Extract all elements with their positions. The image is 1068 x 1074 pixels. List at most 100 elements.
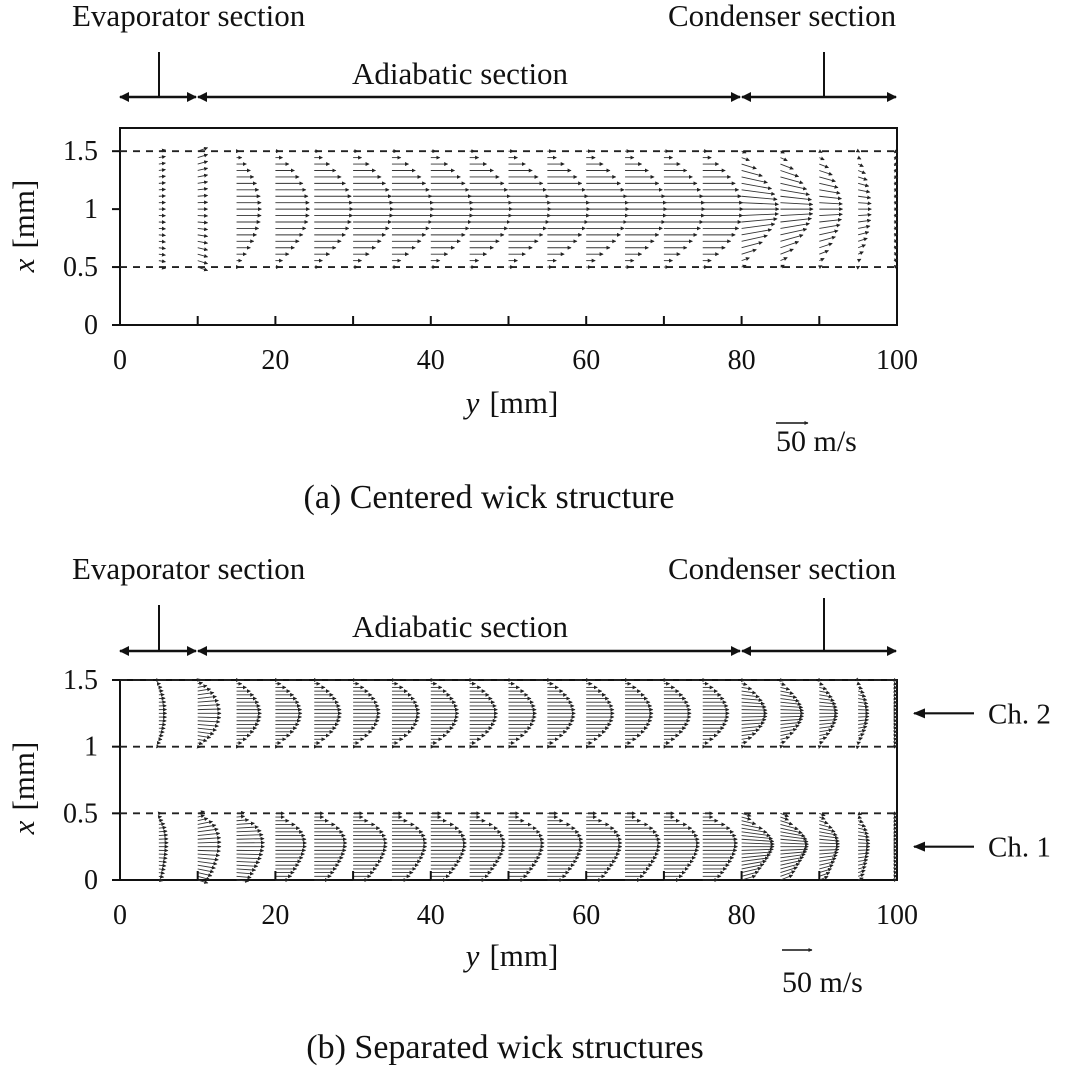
velocity-vector bbox=[742, 691, 756, 693]
velocity-vector bbox=[819, 220, 841, 222]
velocity-vector bbox=[780, 710, 803, 711]
velocity-vector bbox=[819, 183, 838, 187]
velocity-vector bbox=[198, 195, 208, 196]
velocity-vector bbox=[780, 684, 785, 685]
velocity-vector bbox=[780, 695, 796, 698]
y-tick-label: 0 bbox=[84, 310, 98, 341]
scale-vector-label: 50 m/s bbox=[776, 425, 857, 458]
velocity-vector bbox=[237, 820, 249, 821]
velocity-profile bbox=[625, 680, 653, 747]
condenser-section-label: Condenser section bbox=[668, 551, 897, 586]
velocity-vector bbox=[858, 836, 869, 837]
velocity-profile bbox=[664, 813, 700, 880]
velocity-vector bbox=[780, 699, 799, 701]
velocity-vector bbox=[780, 258, 787, 261]
velocity-profile bbox=[314, 151, 353, 267]
velocity-vector bbox=[159, 813, 162, 814]
panel-b: Evaporator section Condenser section Adi… bbox=[6, 551, 1051, 1066]
velocity-vector bbox=[858, 252, 863, 254]
velocity-vector bbox=[819, 723, 836, 725]
velocity-vector bbox=[742, 843, 775, 844]
velocity-vector bbox=[198, 873, 212, 876]
velocity-vector bbox=[742, 849, 774, 850]
x-tick-label: 100 bbox=[876, 345, 918, 376]
velocity-vector bbox=[819, 836, 838, 839]
velocity-profile bbox=[625, 151, 667, 267]
velocity-vector bbox=[858, 742, 860, 743]
velocity-vector bbox=[780, 722, 801, 724]
velocity-vector bbox=[819, 203, 842, 204]
velocity-vector bbox=[780, 742, 785, 743]
velocity-profile bbox=[275, 151, 309, 267]
velocity-vector bbox=[742, 730, 760, 732]
velocity-vector bbox=[858, 874, 864, 876]
velocity-vector bbox=[819, 730, 832, 732]
velocity-vector bbox=[198, 736, 211, 738]
velocity-vector bbox=[742, 203, 779, 205]
velocity-vector bbox=[237, 816, 245, 817]
velocity-profile bbox=[664, 151, 705, 267]
velocity-vector bbox=[858, 813, 861, 814]
velocity-vector bbox=[894, 687, 897, 688]
velocity-vector bbox=[780, 817, 788, 820]
velocity-vector bbox=[780, 843, 808, 844]
velocity-vector bbox=[858, 734, 864, 736]
velocity-vector bbox=[858, 867, 866, 869]
velocity-vector bbox=[819, 190, 840, 193]
velocity-vector bbox=[780, 170, 798, 176]
velocity-vector bbox=[742, 219, 777, 222]
velocity-vector bbox=[819, 695, 832, 697]
velocity-vector bbox=[819, 231, 838, 235]
velocity-vector bbox=[742, 258, 750, 261]
velocity-profile bbox=[509, 151, 552, 267]
velocity-vectors bbox=[159, 679, 897, 883]
velocity-vector bbox=[742, 695, 760, 697]
velocity-profile bbox=[509, 680, 537, 747]
velocity-profile bbox=[780, 680, 803, 747]
velocity-vector bbox=[819, 852, 838, 854]
x-axis-label: y[mm] bbox=[463, 385, 559, 420]
velocity-vector bbox=[742, 250, 757, 255]
velocity-vector bbox=[237, 835, 263, 836]
velocity-vector bbox=[819, 742, 823, 743]
velocity-vector bbox=[819, 824, 832, 827]
velocity-vector bbox=[237, 876, 252, 877]
velocity-vector bbox=[198, 705, 220, 706]
velocity-vector bbox=[159, 261, 166, 262]
velocity-vector bbox=[198, 833, 220, 835]
x-tick-label: 0 bbox=[113, 345, 127, 376]
velocity-vector bbox=[159, 865, 166, 866]
velocity-vector bbox=[780, 219, 811, 222]
velocity-vector bbox=[780, 177, 803, 183]
velocity-vector bbox=[198, 717, 221, 718]
velocity-vector bbox=[819, 839, 839, 841]
velocity-vector bbox=[819, 873, 830, 877]
condenser-section-label: Condenser section bbox=[668, 0, 897, 33]
velocity-profile bbox=[314, 680, 341, 747]
velocity-vector bbox=[742, 839, 774, 841]
velocity-vector bbox=[858, 177, 867, 180]
velocity-vector bbox=[819, 716, 837, 717]
x-tick-label: 60 bbox=[572, 345, 600, 376]
velocity-vector bbox=[819, 817, 825, 819]
velocity-vector bbox=[780, 706, 802, 707]
velocity-vector bbox=[159, 156, 166, 157]
velocity-vector bbox=[858, 738, 862, 739]
velocity-vector bbox=[819, 702, 836, 704]
velocity-profile bbox=[392, 151, 434, 267]
velocity-profile bbox=[858, 151, 871, 267]
velocity-vector bbox=[198, 739, 207, 741]
velocity-vector bbox=[858, 232, 869, 235]
adiabatic-section-label: Adiabatic section bbox=[352, 56, 569, 91]
velocity-vector bbox=[819, 869, 831, 873]
velocity-vector bbox=[858, 215, 871, 216]
velocity-vector bbox=[858, 164, 863, 166]
velocity-vector bbox=[159, 183, 166, 184]
velocity-vector bbox=[858, 226, 870, 228]
velocity-vector bbox=[819, 726, 834, 728]
velocity-vector bbox=[159, 827, 166, 828]
velocity-vector bbox=[198, 161, 208, 164]
velocity-vector bbox=[780, 719, 802, 720]
velocity-vector bbox=[858, 151, 860, 152]
velocity-vector bbox=[819, 862, 834, 865]
